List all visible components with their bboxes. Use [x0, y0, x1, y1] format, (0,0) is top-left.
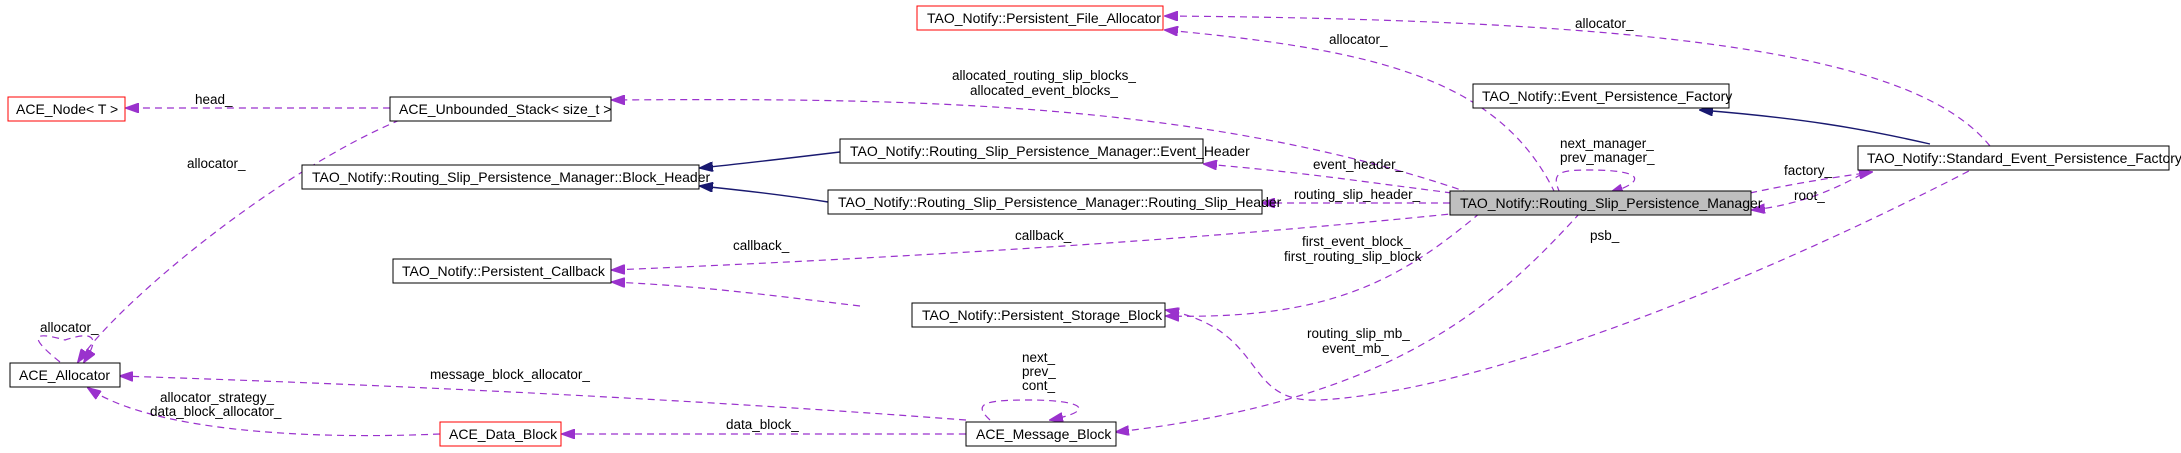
- label-first-routing-slip-block: first_routing_slip_block: [1284, 249, 1422, 264]
- node-routing-slip-header[interactable]: TAO_Notify::Routing_Slip_Persistence_Man…: [827, 189, 1282, 215]
- edge-allocator-manager-to-file-allocator: [1165, 30, 1556, 194]
- label-allocator-top-mid: allocator_: [1329, 32, 1388, 47]
- edge-root-standard-factory-to-manager: [1752, 167, 1873, 210]
- edge-event-header-manager-to-event-header: [1204, 164, 1453, 194]
- node-label: ACE_Allocator: [19, 367, 110, 383]
- edge-data-block-allocator-to-allocator: [88, 388, 441, 437]
- label-prev: prev_: [1022, 364, 1056, 379]
- label-data-block: data_block_: [726, 417, 799, 432]
- node-label: TAO_Notify::Routing_Slip_Persistence_Man…: [850, 143, 1250, 159]
- node-ace-data-block[interactable]: ACE_Data_Block: [439, 421, 562, 447]
- edge-allocated-blocks-manager-to-stack: [612, 100, 1471, 194]
- edge-allocator-self-loop: [37, 335, 93, 362]
- label-callback-short: callback_: [733, 238, 790, 253]
- label-routing-slip-mb: routing_slip_mb_: [1307, 326, 1410, 341]
- node-ace-allocator[interactable]: ACE_Allocator: [9, 362, 121, 388]
- edge-next-prev-manager-self-loop: [1555, 169, 1636, 193]
- edge-first-blocks-manager-to-storage-block: [1166, 212, 1481, 316]
- label-allocator-strategy: allocator_strategy_: [160, 390, 275, 405]
- label-allocated-routing-slip-blocks: allocated_routing_slip_blocks_: [952, 68, 1136, 83]
- node-ace-node[interactable]: ACE_Node< T >: [7, 96, 126, 122]
- label-routing-slip-header: routing_slip_header_: [1294, 187, 1421, 202]
- edge-next-prev-cont-message-block-self-loop: [981, 399, 1080, 420]
- edge-allocator-standard-factory-to-file-allocator: [1165, 16, 1991, 147]
- label-event-header: event_header_: [1313, 157, 1404, 172]
- edge-callback-manager-to-callback: [612, 212, 1461, 270]
- node-persistent-callback[interactable]: TAO_Notify::Persistent_Callback: [392, 258, 612, 284]
- edge-mb-manager-to-message-block: [1116, 212, 1581, 432]
- label-callback-long: callback_: [1015, 228, 1072, 243]
- node-label: TAO_Notify::Standard_Event_Persistence_F…: [1867, 150, 2181, 166]
- edge-inherit-event-header-to-block-header: [700, 151, 841, 168]
- label-next-manager: next_manager_: [1560, 136, 1654, 151]
- label-psb: psb_: [1590, 228, 1620, 243]
- label-data-block-allocator: data_block_allocator_: [150, 404, 282, 419]
- node-label: ACE_Data_Block: [449, 426, 558, 442]
- node-ace-message-block[interactable]: ACE_Message_Block: [965, 421, 1117, 447]
- label-factory: factory_: [1784, 163, 1833, 178]
- node-label: ACE_Node< T >: [16, 101, 118, 117]
- label-allocated-event-blocks: allocated_event_blocks_: [970, 83, 1118, 98]
- node-persistent-file-allocator[interactable]: TAO_Notify::Persistent_File_Allocator: [916, 5, 1164, 31]
- edge-callback-storage-block-to-callback: [612, 282, 861, 307]
- node-event-header[interactable]: TAO_Notify::Routing_Slip_Persistence_Man…: [839, 138, 1250, 164]
- node-persistent-storage-block[interactable]: TAO_Notify::Persistent_Storage_Block: [911, 302, 1166, 328]
- node-label: TAO_Notify::Routing_Slip_Persistence_Man…: [1460, 195, 1763, 211]
- label-next: next_: [1022, 350, 1056, 365]
- label-event-mb: event_mb_: [1322, 341, 1389, 356]
- label-head: head_: [195, 92, 233, 107]
- node-label: ACE_Message_Block: [976, 426, 1112, 442]
- node-label: TAO_Notify::Persistent_File_Allocator: [927, 10, 1161, 26]
- edge-message-block-allocator-to-allocator: [120, 376, 967, 421]
- edge-inherit-standard-factory-to-event-factory: [1700, 110, 1931, 145]
- node-label: ACE_Unbounded_Stack< size_t >: [399, 101, 611, 117]
- node-label: TAO_Notify::Routing_Slip_Persistence_Man…: [312, 169, 711, 185]
- label-root: root_: [1794, 188, 1825, 203]
- label-allocator-self: allocator_: [40, 320, 99, 335]
- edge-psb-standard-factory-to-storage-block: [1166, 159, 1991, 401]
- node-standard-event-persistence-factory[interactable]: TAO_Notify::Standard_Event_Persistence_F…: [1857, 145, 2181, 171]
- node-unbounded-stack[interactable]: ACE_Unbounded_Stack< size_t >: [389, 96, 612, 122]
- edge-inherit-routing-slip-header-to-block-header: [700, 186, 829, 203]
- node-block-header[interactable]: TAO_Notify::Routing_Slip_Persistence_Man…: [301, 164, 711, 190]
- node-label: TAO_Notify::Routing_Slip_Persistence_Man…: [838, 194, 1282, 210]
- node-label: TAO_Notify::Persistent_Storage_Block: [922, 307, 1163, 323]
- label-allocator-left: allocator_: [187, 156, 246, 171]
- label-message-block-allocator: message_block_allocator_: [430, 367, 590, 382]
- node-label: TAO_Notify::Event_Persistence_Factory: [1482, 88, 1732, 104]
- label-allocator-top-right: allocator_: [1575, 16, 1634, 31]
- node-label: TAO_Notify::Persistent_Callback: [402, 263, 606, 279]
- label-first-event-block: first_event_block_: [1302, 234, 1411, 249]
- node-event-persistence-factory[interactable]: TAO_Notify::Event_Persistence_Factory: [1472, 83, 1732, 109]
- label-prev-manager: prev_manager_: [1560, 150, 1655, 165]
- node-routing-slip-persistence-manager[interactable]: TAO_Notify::Routing_Slip_Persistence_Man…: [1449, 190, 1763, 216]
- label-cont: cont_: [1022, 378, 1056, 393]
